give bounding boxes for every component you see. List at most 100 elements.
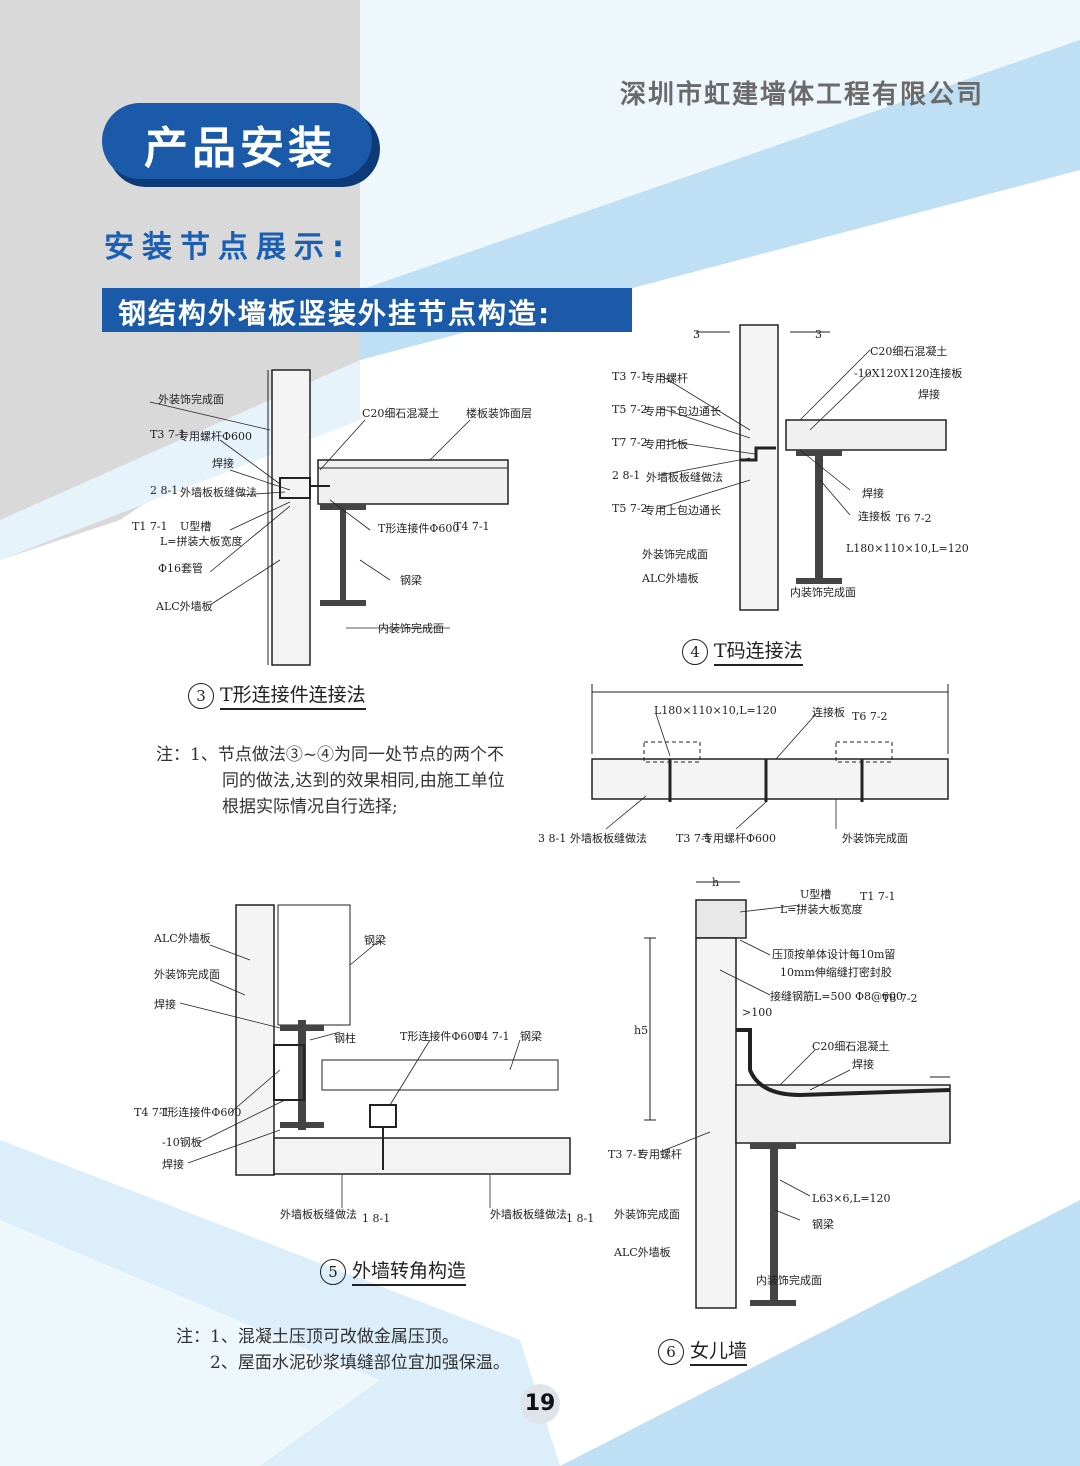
fig4b-label-4: 专用螺杆Φ600 xyxy=(702,832,777,845)
fig5-label-6: T形连接件Φ600 xyxy=(400,1030,482,1043)
section-title: 产品安装 xyxy=(144,123,336,174)
fig5-caption-text: 外墙转角构造 xyxy=(352,1260,467,1286)
fig3-label-6: L=拼装大板宽度 xyxy=(160,535,243,548)
fig4b-label-1: L180×110×10,L=120 xyxy=(654,704,777,717)
fig3-label-8: ALC外墙板 xyxy=(156,600,213,613)
fig4-ref-t5a: T5 7-2 xyxy=(612,403,648,416)
fig4b-label-3: 外墙板板缝做法 xyxy=(570,832,647,845)
fig6-ref-t8: T8 7-2 xyxy=(882,992,918,1005)
fig3-label-11: T形连接件Φ600 xyxy=(378,522,460,535)
fig4-label-10: 连接板 xyxy=(858,510,891,523)
fig6-label-13: 外装饰完成面 xyxy=(614,1208,680,1221)
fig6-label-6: >100 xyxy=(742,1006,773,1019)
fig4-ref-t3: T3 7-1 xyxy=(612,370,648,383)
fig4-number: 4 xyxy=(682,639,708,665)
fig4-label-11: L180×110×10,L=120 xyxy=(846,542,969,555)
fig4-label-2: -10X120X120连接板 xyxy=(854,367,963,380)
fig6-label-12: 钢梁 xyxy=(812,1218,834,1231)
fig6-label-14: ALC外墙板 xyxy=(614,1246,671,1259)
fig4-label-14: 内装饰完成面 xyxy=(790,586,856,599)
fig6-label-3: 压顶按单体设计每10m留 xyxy=(772,948,896,961)
subtitle: 安装节点展示: xyxy=(104,230,352,265)
fig5-ref-1a: 1 8-1 xyxy=(362,1212,391,1225)
fig4-label-7: 外墙板板缝做法 xyxy=(646,471,723,484)
fig3-label-12: 钢梁 xyxy=(400,574,422,587)
fig3-ref-t4: T4 7-1 xyxy=(454,520,490,533)
fig4b-label-2: 连接板 xyxy=(812,706,845,719)
fig4-section-mark-left: 3 xyxy=(693,328,700,341)
note-1-prefix: 注： xyxy=(156,745,190,765)
fig4-label-12: 外装饰完成面 xyxy=(642,548,708,561)
fig4-label-13: ALC外墙板 xyxy=(642,572,699,585)
figure-4-plan-drawing xyxy=(591,684,949,830)
fig6-ref-t3: T3 7-1 xyxy=(608,1148,644,1161)
note-2-prefix: 注： xyxy=(176,1327,210,1347)
fig3-caption-text: T形连接件连接法 xyxy=(220,684,366,710)
fig6-label-1: U型槽 xyxy=(800,888,832,901)
fig6-label-7: h5 xyxy=(634,1024,649,1037)
fig3-label-9: C20细石混凝土 xyxy=(362,407,440,420)
fig5-label-3: 焊接 xyxy=(154,998,176,1011)
fig4b-ref-t6: T6 7-2 xyxy=(852,710,888,723)
note-1-line-3: 根据实际情况自行选择; xyxy=(222,797,398,817)
fig6-label-h: h xyxy=(712,876,720,889)
note-1: 注：1、节点做法③~④为同一处节点的两个不 同的做法,达到的效果相同,由施工单位… xyxy=(156,742,505,820)
fig3-label-13: 内装饰完成面 xyxy=(378,622,444,635)
section-title-badge xyxy=(102,103,380,187)
fig4-label-6: 专用托板 xyxy=(644,438,688,451)
fig5-label-2: 外装饰完成面 xyxy=(154,968,220,981)
fig3-label-2: 专用螺杆Φ600 xyxy=(178,430,253,443)
fig4-ref-t7: T7 7-2 xyxy=(612,436,648,449)
note-2: 注：1、混凝土压顶可改做金属压顶。 2、屋面水泥砂浆填缝部位宜加强保温。 xyxy=(176,1324,510,1376)
fig5-label-4: 钢梁 xyxy=(364,934,386,947)
fig4-ref-t5b: T5 7-2 xyxy=(612,502,648,515)
company-name: 深圳市虹建墙体工程有限公司 xyxy=(620,80,985,110)
fig3-label-1: 外装饰完成面 xyxy=(158,393,224,406)
fig5-label-5: 钢柱 xyxy=(334,1032,356,1045)
fig6-label-9: 焊接 xyxy=(852,1058,874,1071)
fig5-label-7: 钢梁 xyxy=(520,1030,542,1043)
fig5-label-10: 焊接 xyxy=(162,1158,184,1171)
fig4-label-3: 焊接 xyxy=(918,388,940,401)
fig6-label-5: 接缝钢筋L=500 Φ8@600 xyxy=(770,990,904,1003)
note-1-line-2: 同的做法,达到的效果相同,由施工单位 xyxy=(222,771,505,791)
figure-4-drawing xyxy=(659,324,947,611)
fig3-label-4: 外墙板板缝做法 xyxy=(180,486,257,499)
fig6-number: 6 xyxy=(658,1339,684,1365)
fig5-label-8: T形连接件Φ600 xyxy=(160,1106,242,1119)
fig5-ref-t4a: T4 7-1 xyxy=(474,1030,510,1043)
figure-6-drawing xyxy=(644,881,951,1309)
fig5-ref-1b: 1 8-1 xyxy=(566,1212,595,1225)
fig3-number: 3 xyxy=(188,683,214,709)
page-number: 19 xyxy=(520,1384,560,1424)
fig4-label-4: 专用螺杆 xyxy=(644,372,688,385)
fig4b-ref-3: 3 8-1 xyxy=(538,832,567,845)
fig4-section-mark-right: 3 xyxy=(815,328,822,341)
fig6-label-15: 内装饰完成面 xyxy=(756,1274,822,1287)
fig3-label-7: Φ16套管 xyxy=(158,562,204,575)
fig5-label-1: ALC外墙板 xyxy=(154,932,211,945)
figure-5-drawing xyxy=(179,904,571,1208)
fig4-caption-text: T码连接法 xyxy=(714,640,803,666)
fig5-label-12: 外墙板板缝做法 xyxy=(490,1208,567,1221)
fig3-ref-t3: T3 7-1 xyxy=(150,428,186,441)
banner-title: 钢结构外墙板竖装外挂节点构造: xyxy=(118,297,552,330)
fig4-ref-2: 2 8-1 xyxy=(612,469,641,482)
note-2-line-1: 1、混凝土压顶可改做金属压顶。 xyxy=(210,1327,459,1347)
fig4-label-5: 专用下包边通长 xyxy=(644,405,721,418)
fig5-ref-t4b: T4 7-1 xyxy=(134,1106,170,1119)
fig4-ref-t6: T6 7-2 xyxy=(896,512,932,525)
fig5-label-9: -10钢板 xyxy=(162,1136,202,1149)
fig4b-ref-t3: T3 7-1 xyxy=(676,832,712,845)
fig5-number: 5 xyxy=(320,1259,346,1285)
fig3-label-5: U型槽 xyxy=(180,520,212,533)
fig4-label-8: 专用上包边通长 xyxy=(644,504,721,517)
note-2-line-2: 2、屋面水泥砂浆填缝部位宜加强保温。 xyxy=(210,1353,510,1373)
fig6-label-2: L=拼装大板宽度 xyxy=(780,903,863,916)
fig3-ref-2: 2 8-1 xyxy=(150,484,179,497)
fig6-label-10: 专用螺杆 xyxy=(638,1148,682,1161)
